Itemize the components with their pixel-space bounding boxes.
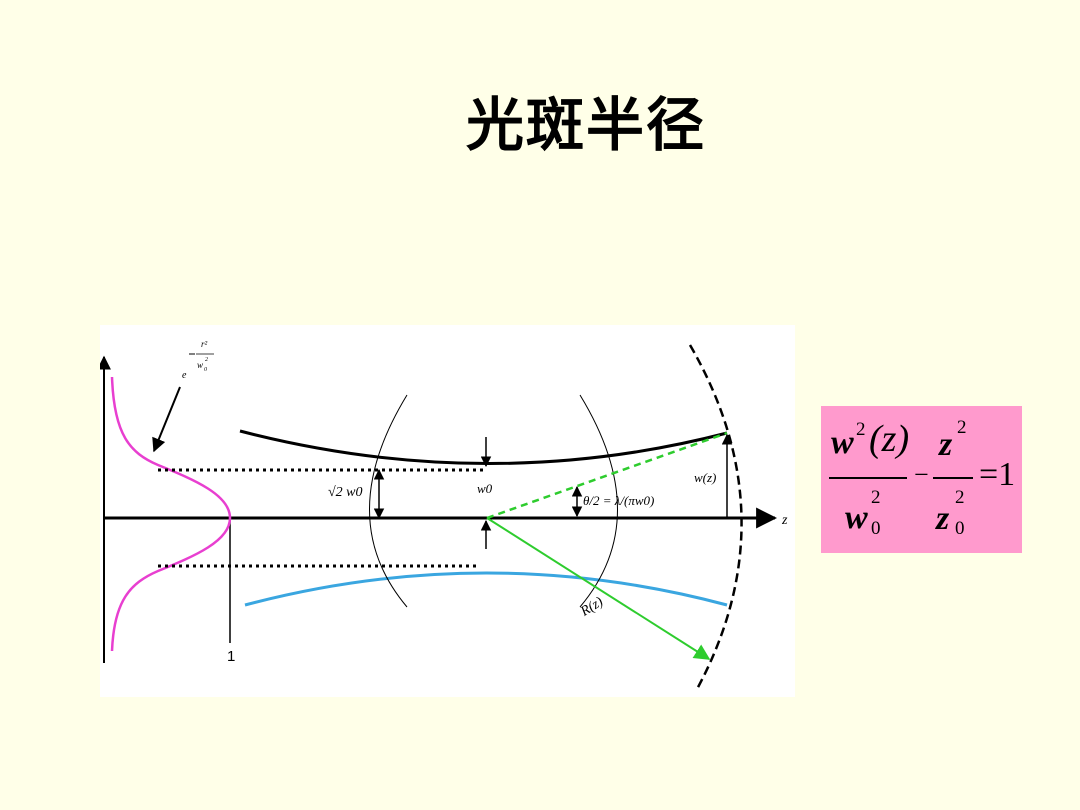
gaussian-profile-curve bbox=[110, 376, 232, 652]
term1-numerator-var: w bbox=[831, 424, 854, 461]
w0-label: w0 bbox=[477, 481, 493, 496]
formula-minus: − bbox=[914, 460, 929, 489]
term2-numerator-var: z bbox=[939, 426, 953, 463]
unit-one-label: 1 bbox=[227, 648, 235, 665]
term2-fraction-bar bbox=[933, 477, 973, 479]
term1-numerator-paren: (z) bbox=[869, 418, 910, 460]
gaussian-beam-diagram: z 1 e r² w 0 2 √2 w0 bbox=[100, 325, 795, 697]
term2-denominator-sup: 2 bbox=[955, 487, 965, 508]
wavefront-left bbox=[369, 394, 408, 608]
wavefront-far bbox=[688, 344, 743, 692]
z-axis-label: z bbox=[781, 513, 788, 528]
term1-fraction-bar bbox=[829, 477, 907, 479]
term1-numerator-sup: 2 bbox=[856, 419, 866, 440]
intensity-exp-denominator: w bbox=[197, 360, 203, 370]
term2-numerator-sup: 2 bbox=[957, 417, 967, 438]
lower-beam-edge bbox=[244, 571, 728, 607]
slide-title: 光斑半径 bbox=[465, 91, 706, 159]
intensity-label-pointer bbox=[152, 386, 181, 453]
upper-beam-edge bbox=[239, 429, 728, 465]
wavefront-right bbox=[579, 394, 618, 608]
term1-denominator-sub: 0 bbox=[871, 518, 881, 539]
half-angle-label: θ/2 = λ/(πw0) bbox=[583, 493, 654, 508]
formula-equals-one: =1 bbox=[979, 456, 1016, 493]
divergence-dashed-line bbox=[486, 431, 728, 520]
term2-denominator-sub: 0 bbox=[955, 518, 965, 539]
intensity-exp-den-sub: 0 bbox=[204, 367, 207, 373]
intensity-formula-label: e r² w 0 2 bbox=[182, 339, 214, 381]
w-of-z-label: w(z) bbox=[694, 470, 716, 485]
term1-denominator-var: w bbox=[845, 499, 868, 536]
radius-of-curvature-arrow bbox=[486, 517, 711, 660]
term1-denominator-sup: 2 bbox=[871, 487, 881, 508]
beam-radius-formula: w 2 (z) w 2 0 − z 2 z 2 0 =1 bbox=[821, 406, 1022, 553]
R-of-z-label: R(z) bbox=[577, 594, 606, 620]
intensity-exp-den-sup: 2 bbox=[205, 357, 208, 363]
intensity-exp-numerator: r² bbox=[201, 339, 208, 349]
sqrt2-w0-label: √2 w0 bbox=[328, 485, 363, 500]
intensity-base: e bbox=[182, 370, 187, 381]
term2-denominator-var: z bbox=[936, 500, 950, 537]
